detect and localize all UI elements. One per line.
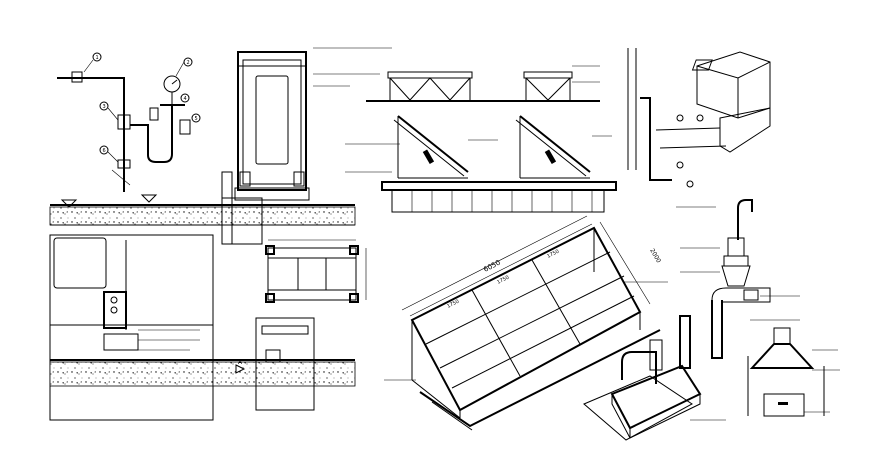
hood-section-detail [747,327,840,417]
ground-section-lower: A [212,359,356,387]
panel-side-view [345,115,617,213]
wall-section-detail [49,234,214,421]
callout-label: 4 [184,96,187,102]
callout-label: 5 [195,116,198,122]
piping-gauge-detail: 1 2 3 4 5 6 [57,52,201,208]
truss-elevation [313,47,600,102]
callout-label: 1 [96,55,99,61]
dimension-segment-a: 1750 [446,299,460,310]
callout-bubble-icon [191,113,201,123]
level-triangle-icon [60,199,78,208]
cabinet-elevation [221,51,310,245]
dimension-depth: 2000 [648,248,662,265]
level-triangle-icon [140,194,158,203]
pipe-riser-detail [627,48,771,188]
callout-bubble-icon [92,52,102,62]
callout-label: 3 [103,104,106,110]
callout-label: 6 [103,148,106,154]
solar-array-isometric: 6050 1750 1750 1750 2000 [384,215,668,431]
callout-bubble-icon [99,101,109,111]
callout-label: 2 [187,60,190,66]
faucet-pipe-detail [676,199,800,359]
grade-mark-label: A [238,359,243,366]
hood-isometric [583,315,726,441]
dimension-segment-c: 1750 [546,249,560,260]
ground-section-upper [49,204,356,226]
callout-bubble-icon [180,93,190,103]
frame-plan-detail [255,239,367,411]
callout-bubble-icon [99,145,109,155]
dimension-total-length: 6050 [482,259,502,274]
dimension-segment-b: 1750 [496,275,510,286]
